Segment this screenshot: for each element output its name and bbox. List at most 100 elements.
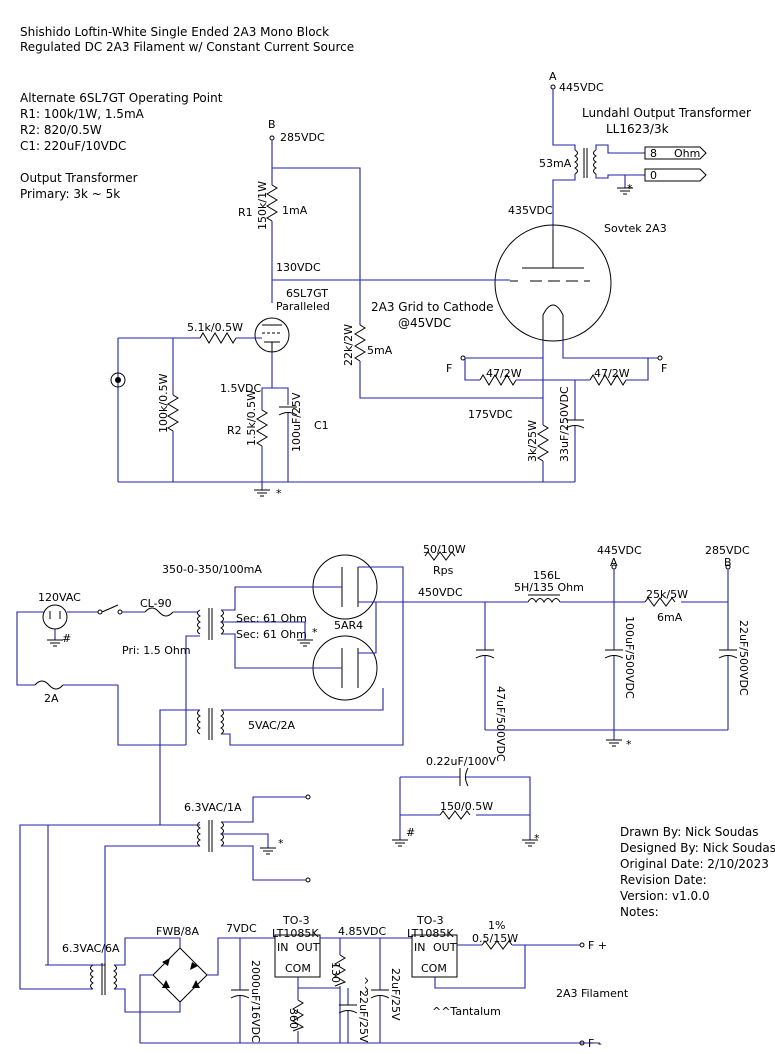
label-f-minus: F - — [588, 1037, 602, 1050]
label-r2: R2 — [227, 424, 242, 437]
label-150-ohm: 150/0.5W — [440, 800, 493, 813]
label-out-1: OUT — [296, 941, 320, 954]
amplifier-wiring — [110, 84, 707, 497]
capacitor-47uf — [475, 655, 495, 659]
capacitor-33uf — [565, 425, 585, 429]
resistor-25k — [644, 597, 676, 607]
label-25k: 25k/5W — [646, 588, 688, 601]
label-285vdc-top: 285VDC — [280, 131, 325, 144]
resistor-150 — [439, 810, 471, 820]
label-rps-value: 50/10W — [423, 543, 466, 556]
node-b-terminal — [269, 135, 275, 141]
capacitor-22uf-25v — [370, 995, 390, 999]
resistor-130 — [334, 954, 347, 987]
label-out-0: 0 — [650, 169, 657, 182]
label-fwb: FWB/8A — [156, 925, 199, 938]
original-date: Original Date: 2/10/2023 — [620, 857, 769, 871]
capacitor-22uf-500v — [718, 655, 738, 659]
capacitor-c1 — [278, 412, 298, 416]
filament-minus-terminal — [579, 1040, 585, 1046]
notes-block: Alternate 6SL7GT Operating Point R1: 100… — [20, 91, 223, 201]
label-sec-2: Sec: 61 Ohm — [236, 628, 307, 641]
label-node-a: A — [549, 70, 557, 83]
resistor-100k — [167, 394, 179, 432]
label-450vdc: 450VDC — [418, 586, 463, 599]
resistor-0-5-ohm — [481, 940, 513, 950]
label-paralleled: Paralleled — [276, 300, 330, 313]
capacitor-0-22uf — [465, 767, 469, 787]
output-transformer-primary: Primary: 3k ~ 5k — [20, 187, 120, 201]
ft-secondary-coil — [113, 964, 117, 990]
resistor-rps — [424, 551, 456, 561]
label-445vdc: 445VDC — [597, 544, 642, 557]
label-hash-mains: # — [62, 632, 71, 645]
title-line-1: Shishido Loftin-White Single Ended 2A3 M… — [20, 25, 329, 39]
label-22k: 22k/2W — [342, 324, 355, 366]
label-com-2: COM — [421, 962, 447, 975]
drawn-by: Drawn By: Nick Soudas — [620, 825, 759, 839]
capacitor-2000uf — [230, 995, 250, 999]
pt-6v3-1a-primary — [197, 821, 201, 847]
label-175vdc: 175VDC — [468, 408, 513, 421]
version: Version: v1.0.0 — [620, 889, 710, 903]
label-0-5-ohm: 0.5/15W — [472, 932, 518, 945]
tube-2a3 — [494, 224, 612, 342]
label-r2-value: 1.5k/0.5W — [245, 390, 258, 446]
label-node-b: B — [268, 118, 276, 131]
output-8ohm-terminal — [644, 146, 707, 160]
filament-plus-terminal — [579, 942, 585, 948]
label-ohm: Ohm — [674, 147, 700, 160]
label-4-85vdc: 4.85VDC — [338, 925, 386, 938]
label-6v3-1a: 6.3VAC/1A — [184, 801, 242, 814]
title-block: Drawn By: Nick Soudas Designed By: Nick … — [620, 825, 775, 919]
label-out-8: 8 — [650, 147, 657, 160]
label-33uf: 33uF/250VDC — [558, 386, 571, 462]
label-com-1: COM — [285, 962, 311, 975]
resistor-22k — [354, 324, 366, 362]
label-pri: Pri: 1.5 Ohm — [122, 644, 191, 657]
label-choke-156l: 156L — [533, 569, 561, 582]
label-f-right: F — [661, 362, 667, 375]
label-2000uf: 2000uF/16VDC — [249, 960, 262, 1043]
label-ot-name: Lundahl Output Transformer — [582, 106, 751, 120]
choke-156l — [527, 598, 561, 604]
power-switch[interactable] — [101, 604, 119, 613]
label-3k: 3k/25W — [526, 420, 539, 462]
label-rps: Rps — [433, 564, 454, 577]
label-7vdc: 7VDC — [226, 922, 257, 935]
pt-5v-primary — [197, 709, 201, 735]
resistor-r1 — [266, 184, 278, 222]
label-5ar4: 5AR4 — [334, 619, 363, 632]
resistor-47-right — [589, 374, 627, 386]
label-100uf: 100uF/500VDC — [623, 616, 636, 699]
label-hash-psu-cap: # — [406, 826, 415, 839]
power-supply-wiring — [16, 551, 738, 1046]
label-6ma: 6mA — [657, 611, 683, 624]
resistor-r2 — [256, 409, 268, 447]
label-47-right: 47/2W — [594, 367, 630, 380]
tube-2a3-filament — [542, 304, 564, 340]
header-block: Shishido Loftin-White Single Ended 2A3 M… — [20, 25, 354, 54]
input-jack[interactable] — [110, 372, 126, 388]
revision-date: Revision Date: — [620, 873, 707, 887]
notes-line: Notes: — [620, 905, 659, 919]
label-grid-resistor: 5.1k/0.5W — [187, 321, 243, 334]
ot-secondary-coil — [593, 149, 597, 175]
label-6sl7gt: 6SL7GT — [286, 287, 328, 300]
label-445vdc-top: 445VDC — [559, 81, 604, 94]
title-line-2: Regulated DC 2A3 Filament w/ Constant Cu… — [20, 40, 354, 54]
capacitor-22uf-tantalum — [338, 1010, 358, 1014]
label-r1: R1 — [238, 206, 253, 219]
label-sovtek-2a3: Sovtek 2A3 — [604, 222, 667, 235]
label-100k: 100k/0.5W — [157, 373, 170, 433]
label-c1: C1 — [314, 419, 329, 432]
label-star-pt: * — [312, 626, 318, 639]
label-22uf-tantalum: 22uF/25V — [357, 990, 370, 1043]
label-6v3-6a: 6.3VAC/6A — [62, 942, 120, 955]
pt-5v-secondary — [220, 709, 224, 735]
output-0-terminal — [644, 168, 707, 182]
label-sec-1: Sec: 61 Ohm — [236, 612, 307, 625]
label-r1-value: 150k/1W — [256, 181, 269, 230]
